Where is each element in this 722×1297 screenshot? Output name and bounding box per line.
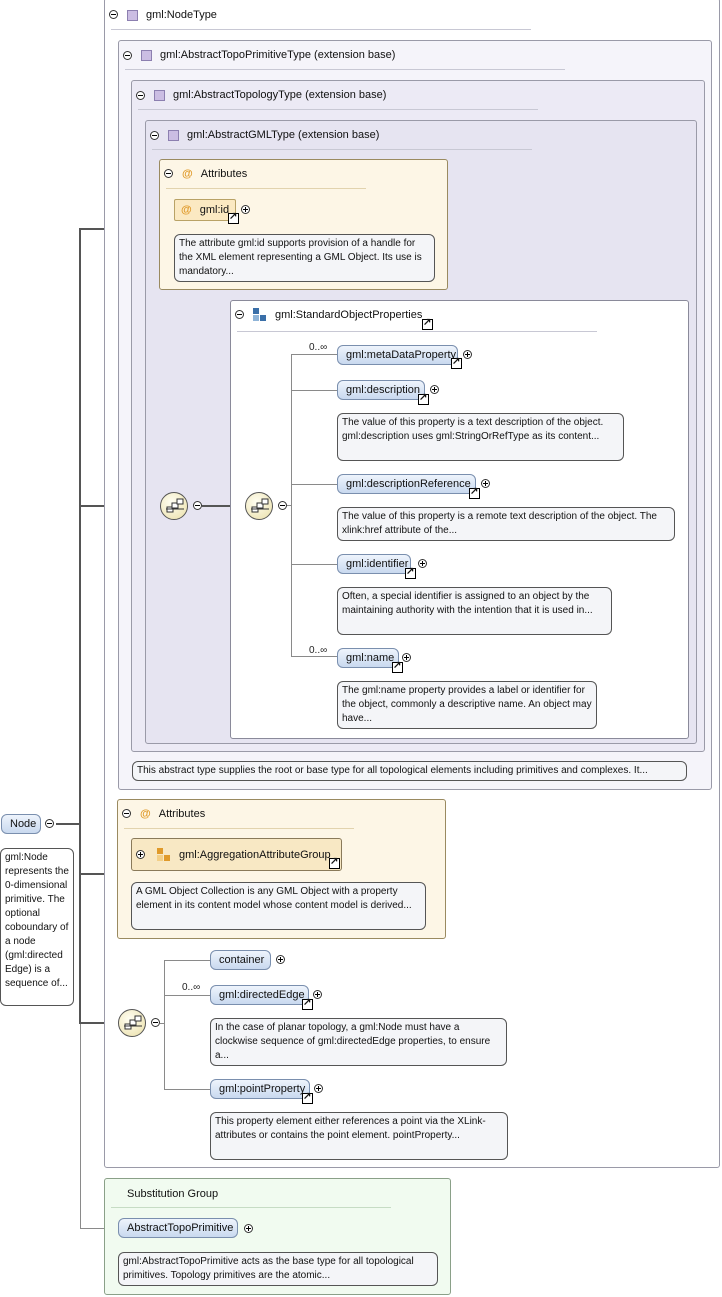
gml-attributes-collapse-icon[interactable] <box>164 169 173 178</box>
metadata-multiplicity: 0..∞ <box>309 342 328 353</box>
gml-id-label: gml:id <box>199 204 230 216</box>
metadata-property-element[interactable]: gml:metaDataProperty <box>337 345 458 365</box>
abstract-topo-primitive-label: AbstractTopoPrimitive <box>127 1222 234 1234</box>
node-element[interactable]: Node <box>1 814 41 834</box>
attribute-icon: @ <box>182 168 193 180</box>
complex-type-icon <box>168 129 179 141</box>
directed-edge-multiplicity: 0..∞ <box>182 982 201 993</box>
node-attributes-header: @ Attributes <box>140 806 205 822</box>
point-property-element[interactable]: gml:pointProperty <box>210 1079 310 1099</box>
container-element[interactable]: container <box>210 950 271 970</box>
attribute-icon: @ <box>181 204 192 216</box>
standard-object-properties-link-icon[interactable] <box>422 317 433 330</box>
node-label: Node <box>10 818 37 830</box>
description-label: gml:description <box>346 384 420 396</box>
point-property-link-icon[interactable] <box>302 1091 313 1104</box>
substitution-group-header: Substitution Group <box>127 1186 218 1202</box>
gml-attributes-header: @ Attributes <box>182 166 247 182</box>
directed-edge-element[interactable]: gml:directedEdge <box>210 985 309 1005</box>
abstract-topo-primitive-collapse-icon[interactable] <box>123 51 132 60</box>
metadata-property-expand-icon[interactable] <box>463 350 472 359</box>
directed-edge-label: gml:directedEdge <box>219 989 305 1001</box>
aggregation-group-link-icon[interactable] <box>329 856 340 869</box>
node-sequence-compositor-icon[interactable] <box>118 1009 146 1037</box>
metadata-property-link-icon[interactable] <box>451 356 462 369</box>
attribute-group-icon <box>157 847 170 861</box>
standard-object-properties-collapse-icon[interactable] <box>235 310 244 319</box>
name-element[interactable]: gml:name <box>337 648 399 668</box>
gml-id-expand-icon[interactable] <box>241 205 250 214</box>
group-icon <box>253 308 266 321</box>
description-element[interactable]: gml:description <box>337 380 425 400</box>
aggregation-group-expand-icon[interactable] <box>136 850 145 859</box>
inner-sequence-compositor-icon[interactable] <box>245 492 273 520</box>
gml-id-doc: The attribute gml:id supports provision … <box>174 234 435 282</box>
aggregation-attribute-group[interactable]: gml:AggregationAttributeGroup <box>131 838 342 871</box>
abstract-topo-primitive-doc: gml:AbstractTopoPrimitive acts as the ba… <box>118 1252 438 1286</box>
sequence-compositor-icon[interactable] <box>160 492 188 520</box>
description-reference-element[interactable]: gml:descriptionReference <box>337 474 476 494</box>
abstract-topology-collapse-icon[interactable] <box>136 91 145 100</box>
aggregation-group-label: gml:AggregationAttributeGroup <box>179 848 331 861</box>
node-doc: gml:Node represents the 0-dimensional pr… <box>0 848 74 1006</box>
metadata-property-label: gml:metaDataProperty <box>346 349 457 361</box>
identifier-link-icon[interactable] <box>405 566 416 579</box>
abstract-gml-header: gml:AbstractGMLType (extension base) <box>168 127 379 143</box>
complex-type-icon <box>127 9 138 21</box>
point-property-label: gml:pointProperty <box>219 1083 306 1095</box>
abstract-topo-primitive-element[interactable]: AbstractTopoPrimitive <box>118 1218 238 1238</box>
description-expand-icon[interactable] <box>430 385 439 394</box>
substitution-group-title: Substitution Group <box>127 1188 219 1200</box>
sequence-collapse-icon[interactable] <box>193 501 202 510</box>
attribute-icon: @ <box>140 808 151 820</box>
name-expand-icon[interactable] <box>402 653 411 662</box>
directed-edge-link-icon[interactable] <box>302 997 313 1010</box>
standard-object-properties-title: gml:StandardObjectProperties <box>275 309 423 321</box>
directed-edge-expand-icon[interactable] <box>313 990 322 999</box>
point-property-doc: This property element either references … <box>210 1112 508 1160</box>
abstract-topology-header: gml:AbstractTopologyType (extension base… <box>154 87 386 103</box>
description-reference-label: gml:descriptionReference <box>346 478 471 490</box>
node-sequence-collapse-icon[interactable] <box>151 1018 160 1027</box>
identifier-doc: Often, a special identifier is assigned … <box>337 587 612 635</box>
gml-attributes-title: Attributes <box>200 168 248 180</box>
abstract-gml-collapse-icon[interactable] <box>150 131 159 140</box>
complex-type-icon <box>154 89 165 101</box>
abstract-topology-title: gml:AbstractTopologyType (extension base… <box>173 89 387 101</box>
node-attributes-collapse-icon[interactable] <box>122 809 131 818</box>
inner-sequence-collapse-icon[interactable] <box>278 501 287 510</box>
complex-type-icon <box>141 49 152 61</box>
node-type-title: gml:NodeType <box>146 9 217 21</box>
description-link-icon[interactable] <box>418 392 429 405</box>
container-label: container <box>219 954 265 966</box>
abstract-topology-doc: This abstract type supplies the root or … <box>132 761 687 781</box>
description-reference-doc: The value of this property is a remote t… <box>337 507 675 541</box>
gml-id-link-icon[interactable] <box>228 211 239 224</box>
name-link-icon[interactable] <box>392 660 403 673</box>
abstract-topo-primitive-title: gml:AbstractTopoPrimitiveType (extension… <box>160 49 396 61</box>
identifier-label: gml:identifier <box>346 558 409 570</box>
node-type-collapse-icon[interactable] <box>109 10 118 19</box>
aggregation-group-doc: A GML Object Collection is any GML Objec… <box>131 882 426 930</box>
description-doc: The value of this property is a text des… <box>337 413 624 461</box>
name-label: gml:name <box>346 652 395 664</box>
standard-object-properties-header: gml:StandardObjectProperties <box>253 307 422 323</box>
name-doc: The gml:name property provides a label o… <box>337 681 597 729</box>
name-multiplicity: 0..∞ <box>309 645 328 656</box>
gml-id-attribute[interactable]: @ gml:id <box>174 199 236 221</box>
description-reference-expand-icon[interactable] <box>481 479 490 488</box>
identifier-element[interactable]: gml:identifier <box>337 554 411 574</box>
node-attributes-title: Attributes <box>158 808 206 820</box>
abstract-topo-primitive-header: gml:AbstractTopoPrimitiveType (extension… <box>141 47 395 63</box>
container-expand-icon[interactable] <box>276 955 285 964</box>
node-type-header: gml:NodeType <box>127 7 217 23</box>
description-reference-link-icon[interactable] <box>469 486 480 499</box>
node-collapse-icon[interactable] <box>45 819 54 828</box>
abstract-gml-title: gml:AbstractGMLType (extension base) <box>187 129 380 141</box>
abstract-topo-primitive-expand-icon[interactable] <box>244 1224 253 1233</box>
identifier-expand-icon[interactable] <box>418 559 427 568</box>
point-property-expand-icon[interactable] <box>314 1084 323 1093</box>
directed-edge-doc: In the case of planar topology, a gml:No… <box>210 1018 507 1066</box>
